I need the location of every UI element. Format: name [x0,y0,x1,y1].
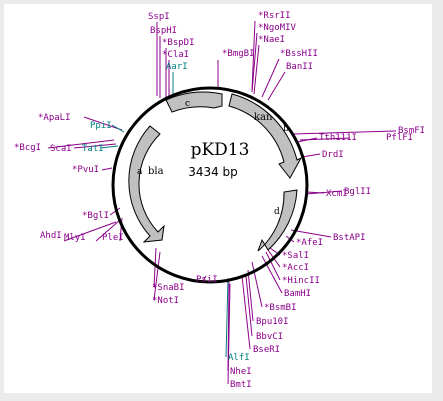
site-leader-line [47,139,115,149]
site-label-scai[interactable]: ScaI [50,144,72,154]
feature-letter-c: c [185,99,190,109]
site-label-ngomiv[interactable]: *NgoMIV [258,23,297,33]
site-label-drdi[interactable]: DrdI [322,150,344,160]
site-leader-line [251,20,256,91]
site-leader-line [83,116,123,131]
feature-arrow-d [257,189,298,252]
site-label-rsrii[interactable]: *RsrII [258,11,291,21]
site-label-bcgi[interactable]: *BcgI [14,143,41,153]
site-label-xcmi[interactable]: XcmI [326,189,348,199]
site-label-clai[interactable]: *ClaI [162,50,189,60]
site-label-ppii[interactable]: PpiI [90,121,112,131]
site-label-banii[interactable]: BanII [286,62,313,72]
feature-arrow-bla [128,125,165,243]
feature-arrow-kan [228,93,303,179]
site-label-bsshii[interactable]: *BssHII [280,49,318,59]
site-label-hincii[interactable]: *HincII [282,276,320,286]
plasmid-size: 3434 bp [188,165,238,179]
site-label-afei[interactable]: *AfeI [296,238,323,248]
plasmid-name: pKD13 [191,140,250,160]
site-label-sali[interactable]: *SalI [282,251,309,261]
site-leader-line [225,277,229,358]
site-leader-line [203,275,207,280]
site-leader-line [261,255,283,294]
plasmid-backbone [111,86,309,284]
site-leader-line [290,229,332,238]
site-label-bsphi[interactable]: BspHI [150,26,177,36]
site-label-bpu10i[interactable]: Bpu10I [256,317,289,327]
site-leader-line [253,44,260,95]
site-label-ahdi[interactable]: AhdI [40,231,62,241]
site-leader-line [73,143,117,149]
site-label-bglii[interactable]: BglII [344,187,371,197]
site-label-naei[interactable]: *NaeI [258,35,285,45]
site-label-bbvci[interactable]: BbvCI [256,332,283,342]
site-leader-line [95,219,121,242]
site-label-nhei[interactable]: NheI [230,367,252,377]
site-leader-line [153,247,157,288]
site-label-bsmbi[interactable]: *BsmBI [264,303,297,313]
site-leader-line [245,275,253,337]
site-label-bamhi[interactable]: BamHI [284,289,311,299]
site-leader-line [251,261,263,308]
site-label-bmgbi[interactable]: *BmgBI [222,49,255,59]
site-label-bsmfi[interactable]: BsmFI [398,126,425,136]
site-leader-line [101,167,113,171]
site-label-bgli[interactable]: *BglI [82,211,109,221]
site-label-tth111i[interactable]: Tth111I [319,133,357,143]
site-leader-line [305,191,325,194]
site-label-snabi[interactable]: *SnaBI [152,283,185,293]
site-label-pvui[interactable]: *PvuI [72,165,99,175]
site-leader-line [267,71,286,101]
site-leader-line [241,275,251,350]
site-label-bmti[interactable]: BmtI [230,380,252,390]
site-leader-line [251,32,258,93]
feature-label-bla: bla [148,166,164,177]
site-label-apali[interactable]: *ApaLI [38,113,71,123]
site-label-pflfi[interactable]: PflFI [386,133,413,143]
site-label-plei[interactable]: PleI [102,233,124,243]
site-leader-line [261,58,280,98]
site-leader-line [292,130,397,135]
site-label-bstapi[interactable]: BstAPI [333,233,366,243]
site-label-tati[interactable]: TatI [82,144,104,154]
site-label-noti[interactable]: *NotI [152,296,179,306]
site-leader-line [265,251,281,281]
feature-label-kan: kan [254,112,273,123]
site-label-sspi[interactable]: SspI [148,12,170,22]
site-label-psii[interactable]: PsiI [196,275,218,285]
site-leader-line [301,153,321,158]
site-leader-line [99,145,119,149]
site-leader-line [63,221,117,242]
site-label-alfi[interactable]: AlfI [228,353,250,363]
site-label-bspdi[interactable]: *BspDI [162,38,195,48]
site-leader-line [109,207,121,216]
site-leader-line [153,251,161,301]
site-label-aari[interactable]: AarI [166,62,188,72]
site-leader-line [111,124,125,133]
site-label-acci[interactable]: *AccI [282,263,309,273]
feature-letter-b: b [283,124,289,134]
site-label-mlyi[interactable]: MlyI [64,233,86,243]
feature-letter-a: a [137,167,143,177]
feature-letter-d: d [274,207,280,217]
site-leader-line [299,137,351,141]
site-leader-line [227,283,231,385]
site-label-bseri[interactable]: BseRI [253,345,280,355]
site-leader-line [247,269,254,322]
feature-arrow-c [165,91,223,113]
